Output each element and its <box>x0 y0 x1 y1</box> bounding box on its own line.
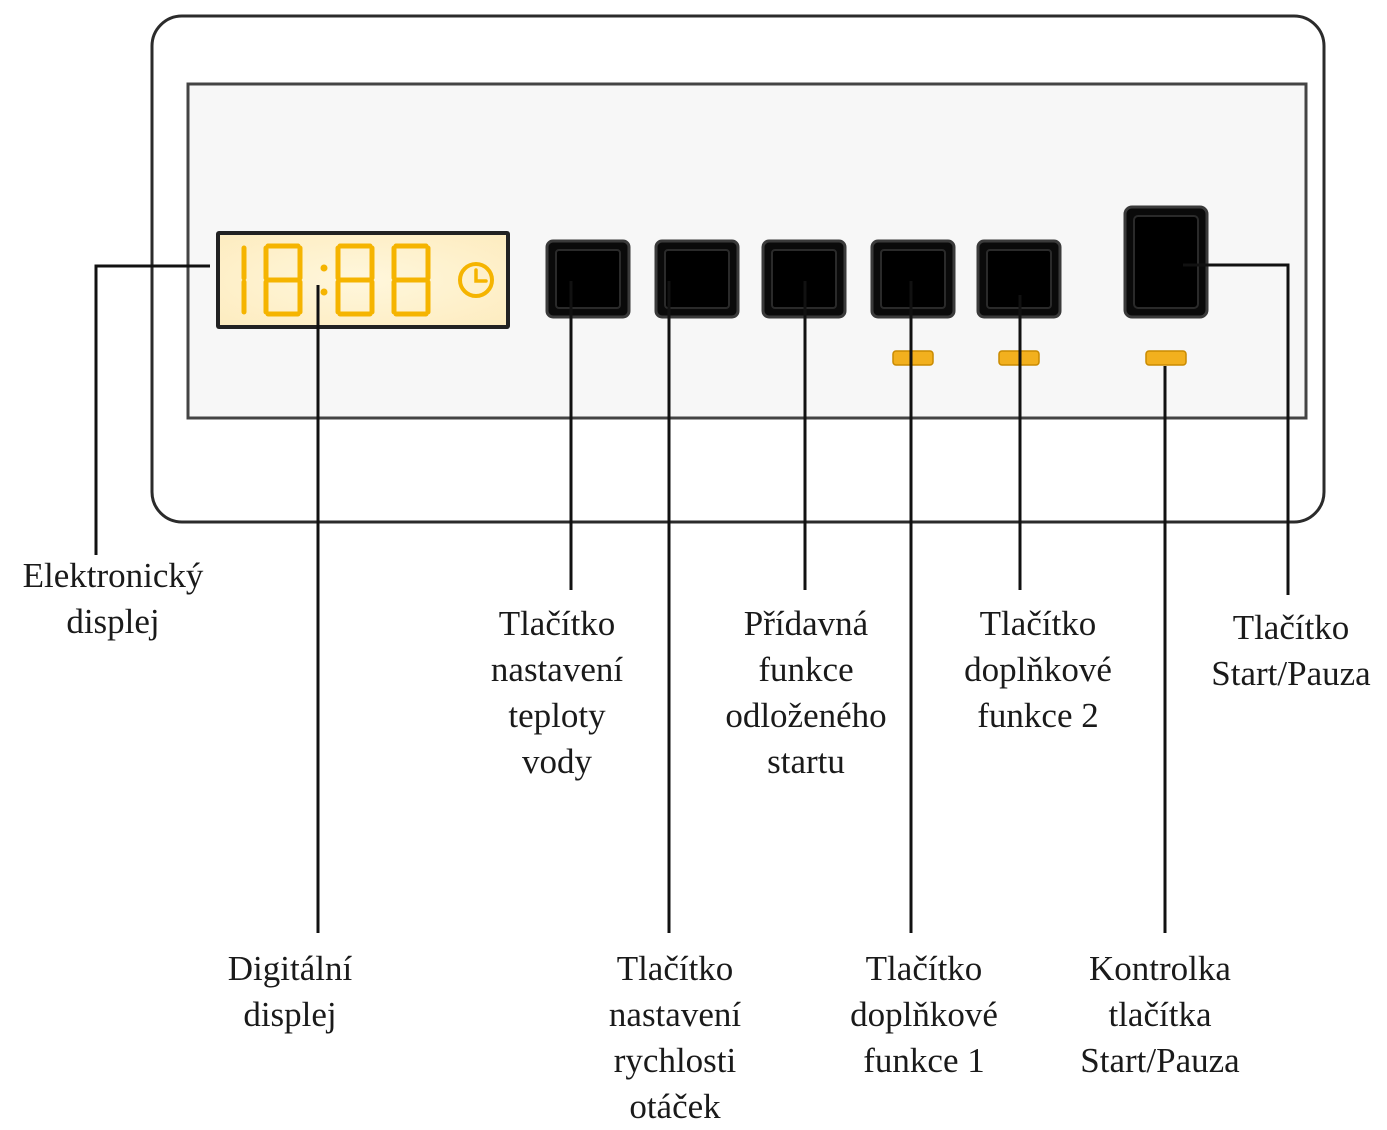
start-pause-button[interactable] <box>1123 205 1209 319</box>
digital-display <box>241 243 431 317</box>
spin-speed-button[interactable] <box>654 239 740 319</box>
option-2-button[interactable] <box>976 239 1062 319</box>
start-pause-led <box>1145 350 1187 366</box>
colon-dot <box>320 288 328 296</box>
option-1-led <box>892 350 934 366</box>
electronic-display <box>216 231 510 329</box>
leader-start-button <box>1183 263 1290 595</box>
leader-lines <box>94 263 1290 933</box>
option-1-button[interactable] <box>870 239 956 319</box>
clock-icon <box>458 262 494 298</box>
temperature-button[interactable] <box>545 239 631 319</box>
leader-electronic-display <box>94 264 210 555</box>
colon-dot <box>320 264 328 272</box>
delay-start-button[interactable] <box>761 239 847 319</box>
